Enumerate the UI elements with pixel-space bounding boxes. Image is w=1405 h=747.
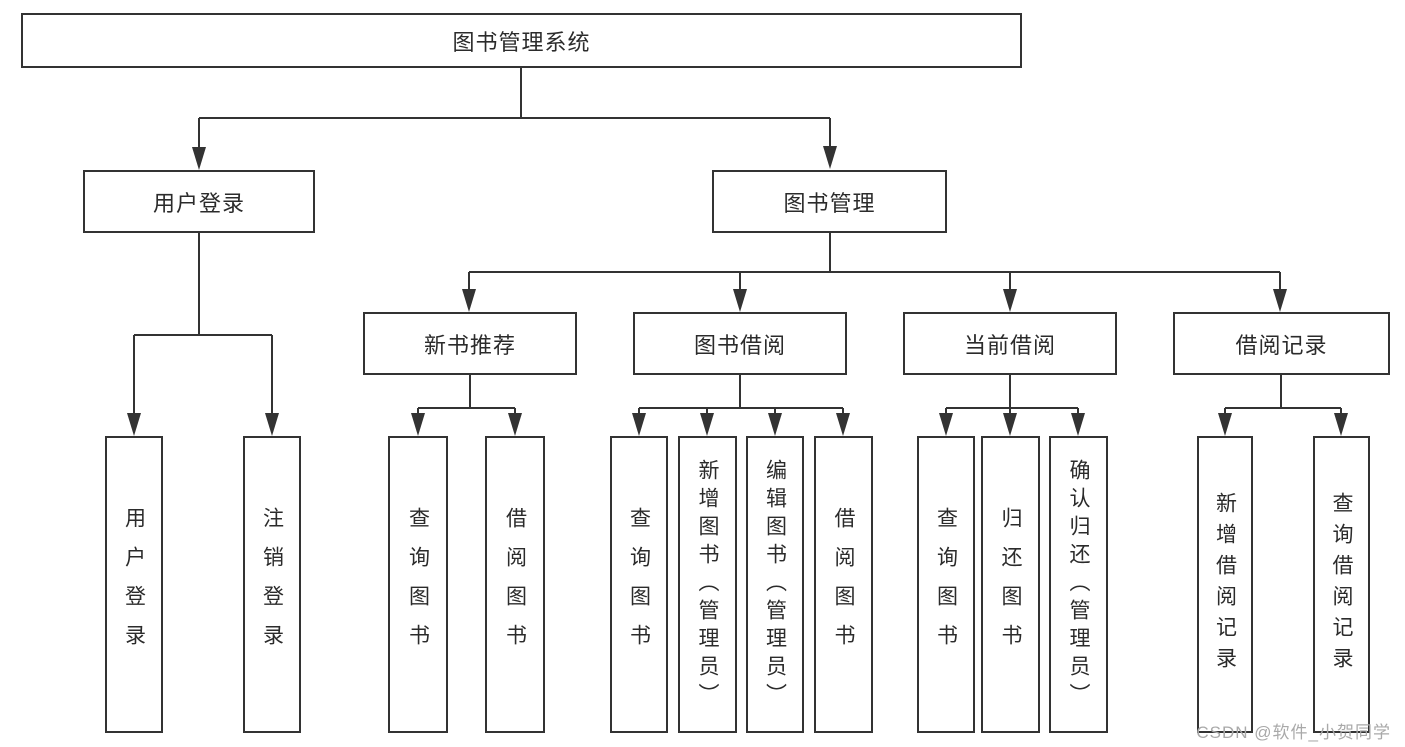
leaf-borrow-edit-books-admin-label: 编辑图书（管理员） [763, 458, 787, 711]
connector-root-to-level2 [198, 68, 831, 150]
leaf-current-return-books: 归还图书 [981, 436, 1040, 733]
leaf-borrow-borrow-books: 借阅图书 [814, 436, 873, 733]
leaf-records-add-record-label: 新增借阅记录 [1213, 491, 1237, 678]
node-root-system: 图书管理系统 [21, 13, 1022, 68]
node-user-login-label: 用户登录 [152, 190, 245, 216]
connector-userlogin-to-leaves [133, 233, 273, 416]
leaf-records-query-record-label: 查询借阅记录 [1330, 491, 1353, 678]
leaf-current-confirm-return-admin-label: 确认归还（管理员） [1067, 458, 1090, 711]
node-new-book-recommend: 新书推荐 [363, 312, 577, 375]
csdn-watermark: CSDN @软件_小贺同学 [1196, 723, 1391, 742]
node-book-management: 图书管理 [712, 170, 947, 233]
node-user-login: 用户登录 [83, 170, 315, 233]
leaf-current-query-books-label: 查询图书 [934, 506, 958, 663]
node-book-borrow-label: 图书借阅 [693, 332, 786, 358]
node-new-book-recommend-label: 新书推荐 [423, 332, 516, 358]
leaf-current-return-books-label: 归还图书 [999, 506, 1022, 663]
arrowhead-icons [127, 146, 1348, 436]
leaf-borrow-query-books-label: 查询图书 [627, 506, 651, 663]
leaf-current-query-books: 查询图书 [917, 436, 975, 733]
leaf-borrow-add-books-admin: 新增图书（管理员） [678, 436, 737, 733]
connector-borrowrecords-to-leaves [1224, 375, 1342, 417]
leaf-newbook-query-books: 查询图书 [388, 436, 448, 733]
node-borrow-records: 借阅记录 [1173, 312, 1390, 375]
node-current-borrow-label: 当前借阅 [963, 332, 1056, 358]
leaf-logout: 注销登录 [243, 436, 301, 733]
leaf-logout-label: 注销登录 [260, 506, 284, 663]
leaf-current-confirm-return-admin: 确认归还（管理员） [1049, 436, 1108, 733]
leaf-borrow-borrow-books-label: 借阅图书 [832, 506, 855, 663]
leaf-records-add-record: 新增借阅记录 [1197, 436, 1253, 733]
leaf-borrow-edit-books-admin: 编辑图书（管理员） [746, 436, 804, 733]
leaf-newbook-query-books-label: 查询图书 [406, 506, 430, 663]
leaf-newbook-borrow-books: 借阅图书 [485, 436, 545, 733]
leaf-borrow-add-books-admin-label: 新增图书（管理员） [696, 458, 719, 711]
leaf-newbook-borrow-books-label: 借阅图书 [503, 506, 527, 663]
leaf-user-login: 用户登录 [105, 436, 163, 733]
leaf-borrow-query-books: 查询图书 [610, 436, 668, 733]
node-current-borrow: 当前借阅 [903, 312, 1117, 375]
node-borrow-records-label: 借阅记录 [1235, 332, 1328, 358]
node-book-management-label: 图书管理 [783, 190, 876, 216]
connector-bookmgmt-to-level3 [468, 233, 1281, 293]
connector-newbookrec-to-leaves [417, 375, 516, 417]
node-root-system-label: 图书管理系统 [452, 29, 591, 55]
leaf-user-login-label: 用户登录 [122, 506, 146, 663]
leaf-records-query-record: 查询借阅记录 [1313, 436, 1370, 733]
node-book-borrow: 图书借阅 [633, 312, 847, 375]
connector-bookborrow-to-leaves [638, 375, 844, 417]
connector-currentborrow-to-leaves [945, 375, 1079, 417]
